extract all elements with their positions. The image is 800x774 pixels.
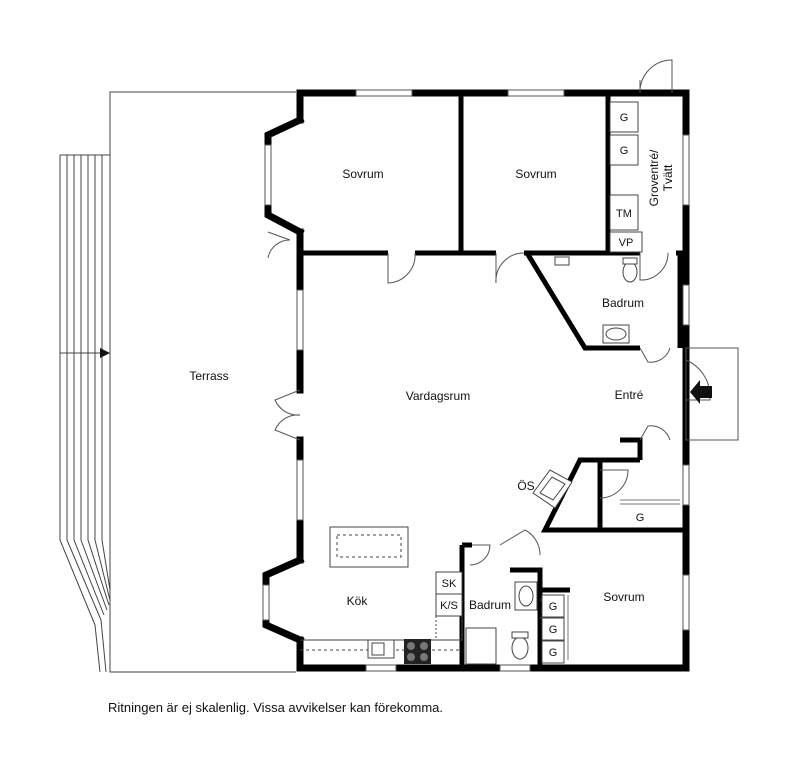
fixture-label-g-2: G xyxy=(620,145,629,157)
room-label-terrass: Terrass xyxy=(189,369,228,383)
closet-sliding-doors xyxy=(567,499,680,660)
windows xyxy=(262,89,690,672)
fixture-label-vp: VP xyxy=(619,237,634,249)
bathroom-2-fixtures xyxy=(465,581,538,665)
fixture-label-g-4: G xyxy=(549,624,558,636)
doors xyxy=(267,59,739,619)
bathroom-1-fixtures xyxy=(554,256,638,344)
room-label-kok: Kök xyxy=(347,594,369,608)
fixture-label-g-entre: G xyxy=(636,512,645,524)
stove-icon xyxy=(404,639,431,664)
room-label-badrum-2: Badrum xyxy=(469,598,511,612)
fireplace xyxy=(532,469,573,509)
kitchen-island xyxy=(329,526,409,568)
fixture-label-sk: SK xyxy=(442,578,457,590)
groventre-cabinets xyxy=(609,101,643,253)
stair-arrow-icon xyxy=(100,348,110,358)
room-label-tvatt: Tvätt xyxy=(661,164,675,191)
disclaimer-text: Ritningen är ej skalenlig. Vissa avvikel… xyxy=(108,700,444,715)
fixture-label-g-5: G xyxy=(549,647,558,659)
outer-walls xyxy=(262,89,690,672)
entrance-arrow-icon xyxy=(690,380,712,404)
sovrum-3-closets xyxy=(541,594,565,664)
room-label-vardagsrum: Vardagsrum xyxy=(406,389,470,403)
room-label-os: ÖS xyxy=(517,479,534,493)
room-label-sovrum-3: Sovrum xyxy=(603,590,644,604)
room-label-groventre: Groventré/ xyxy=(647,149,661,206)
room-label-sovrum-1: Sovrum xyxy=(342,167,383,181)
terrace-deck xyxy=(59,91,296,673)
room-label-entre: Entré xyxy=(615,388,644,402)
fixture-label-ks: K/S xyxy=(440,600,458,612)
sink-icon xyxy=(367,639,395,659)
fixture-label-g-3: G xyxy=(549,601,558,613)
fixture-label-g-1: G xyxy=(620,112,629,124)
fixture-label-tm: TM xyxy=(616,208,632,220)
room-label-badrum-1: Badrum xyxy=(602,296,644,310)
room-label-sovrum-2: Sovrum xyxy=(515,167,556,181)
kitchen-counter xyxy=(300,571,463,651)
